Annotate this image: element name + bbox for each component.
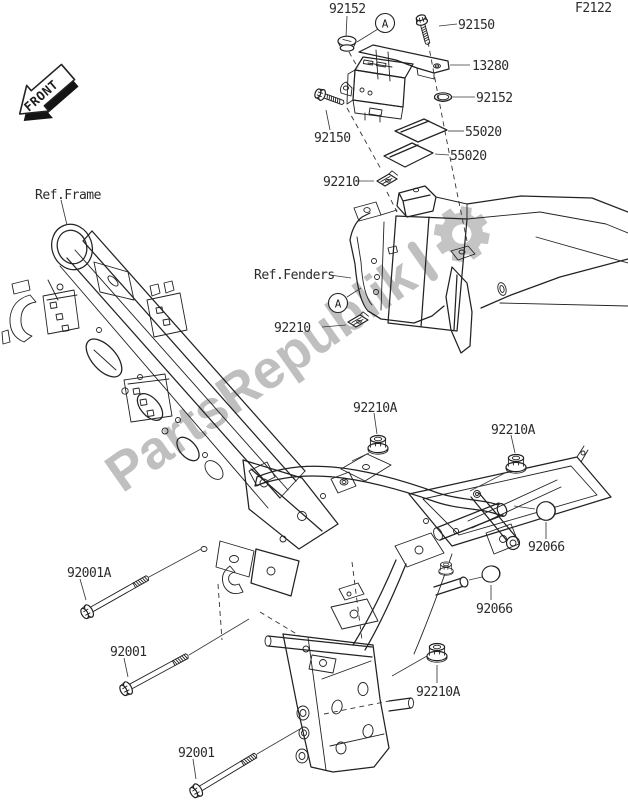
ref-fenders-label: Ref.Fenders xyxy=(254,268,335,283)
damper-pad-upper xyxy=(394,118,448,143)
part-callout-55020-lower: 55020 xyxy=(450,149,487,164)
part-callout-92066-lower: 92066 xyxy=(476,602,513,617)
part-callout-92001-bottom: 92001 xyxy=(178,746,215,761)
detail-marker-a-top: A xyxy=(382,18,389,31)
subframe xyxy=(248,445,612,655)
frame xyxy=(1,223,339,597)
nut-92210a-right xyxy=(505,453,527,474)
nut-92210a-bottom xyxy=(426,642,448,663)
part-callout-92066-upper: 92066 xyxy=(528,540,565,555)
part-callout-92001-mid: 92001 xyxy=(110,645,147,660)
part-callout-13280: 13280 xyxy=(472,59,509,74)
part-callout-92152-right: 92152 xyxy=(476,91,513,106)
grommet-92152-right xyxy=(433,92,453,102)
front-arrow: FRONT xyxy=(18,63,79,121)
drawing-code: F2122 xyxy=(575,1,612,16)
part-callout-92210a-left: 92210A xyxy=(353,401,397,416)
captive-nut xyxy=(438,561,454,576)
screw-92150-top xyxy=(414,13,435,47)
engine-bracket-plate xyxy=(264,582,414,773)
relay-bracket-assembly xyxy=(340,44,450,168)
part-callout-92210a-bottom: 92210A xyxy=(416,685,460,700)
nut-92210a-left xyxy=(367,434,389,455)
part-callout-92210a-right: 92210A xyxy=(491,423,535,438)
leader-lines xyxy=(60,15,547,780)
part-callout-92150-top: 92150 xyxy=(458,18,495,33)
damper-pad-lower xyxy=(383,142,434,168)
clip-92210-upper xyxy=(376,170,399,187)
part-callout-92150-left: 92150 xyxy=(314,131,351,146)
ref-frame-label: Ref.Frame xyxy=(35,188,101,203)
part-callout-92152-top: 92152 xyxy=(329,2,366,17)
detail-markers: A A xyxy=(327,12,396,314)
cap-92066-upper xyxy=(536,501,556,521)
clip-92210-lower xyxy=(347,311,370,328)
part-callout-92001a: 92001A xyxy=(67,566,111,581)
part-callout-92210-lower: 92210 xyxy=(274,321,311,336)
part-callout-55020-upper: 55020 xyxy=(465,125,502,140)
grommet-92152-top xyxy=(337,35,357,52)
detail-marker-a-fender: A xyxy=(335,298,342,311)
part-callout-92210-upper: 92210 xyxy=(323,175,360,190)
cap-92066-lower xyxy=(479,563,503,585)
fender-assembly xyxy=(349,185,628,354)
projection-lines xyxy=(217,41,468,641)
